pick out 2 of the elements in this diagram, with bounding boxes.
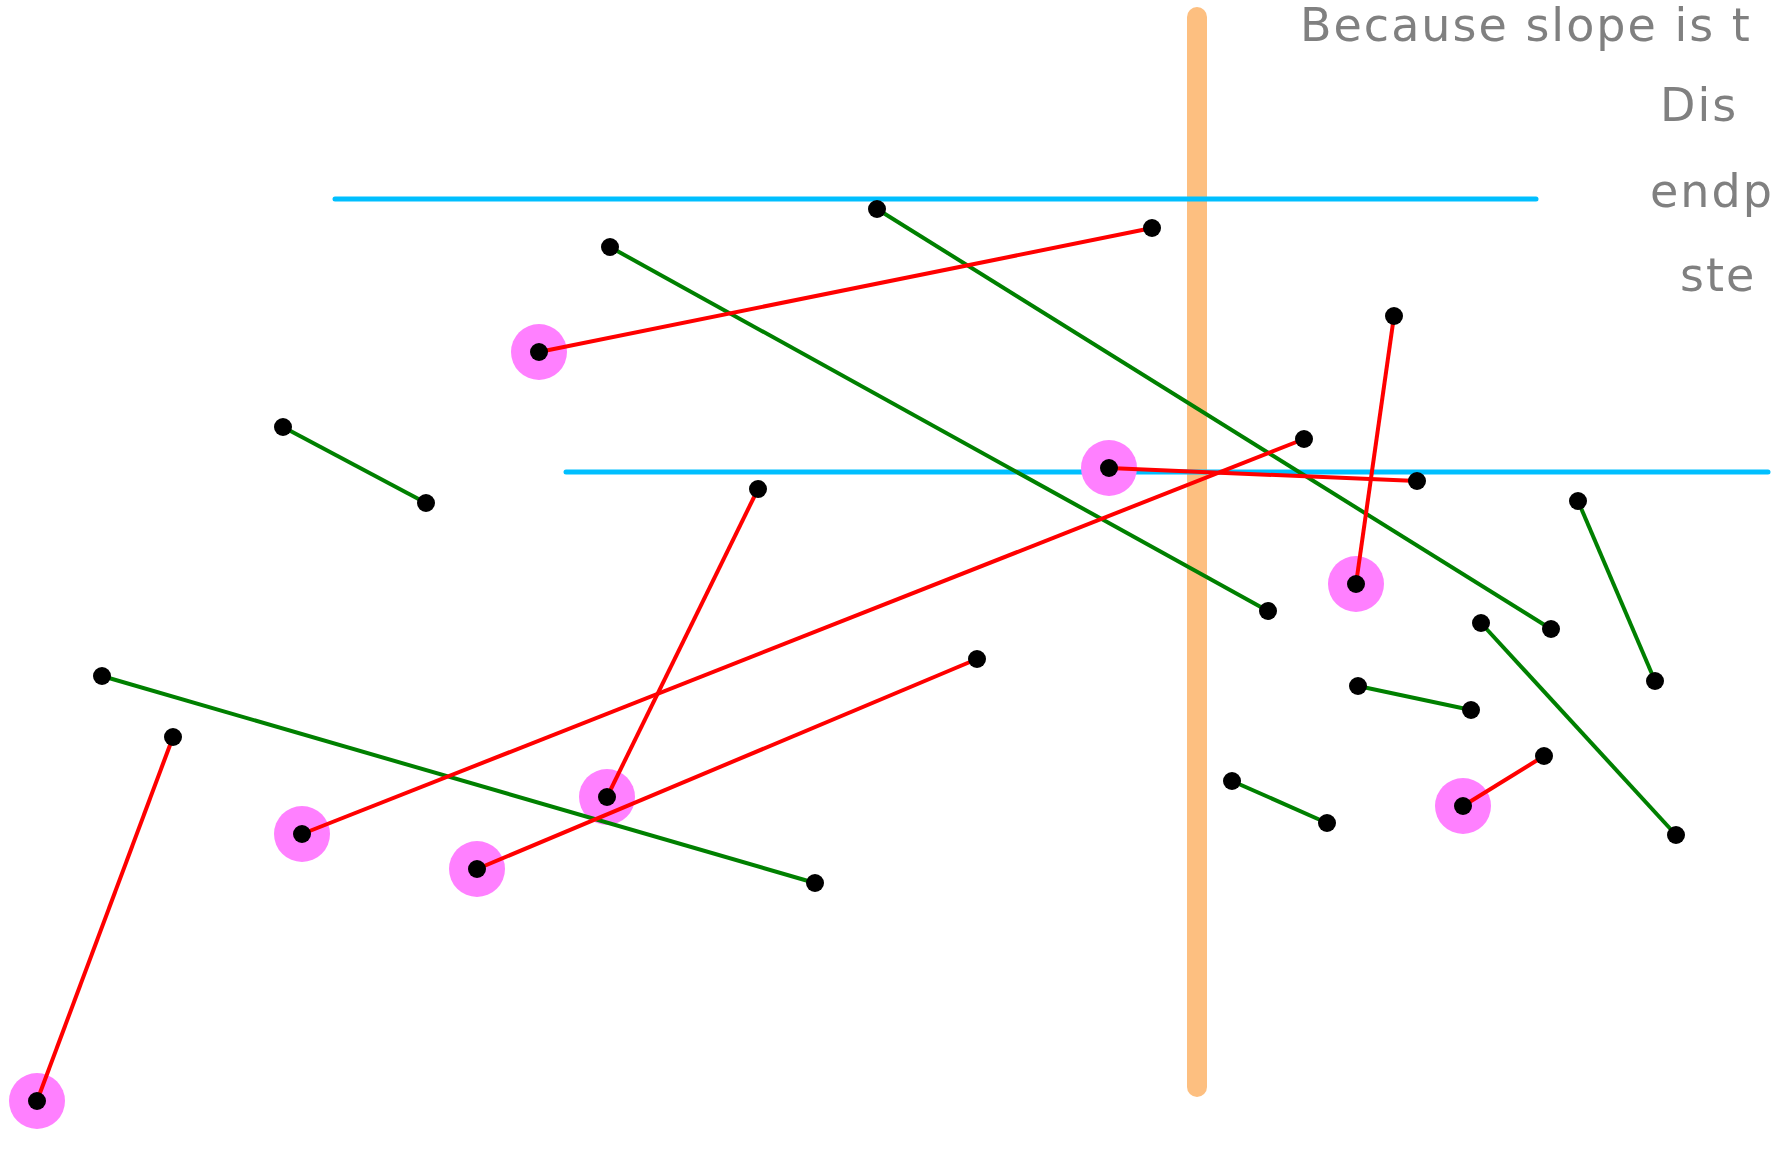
note-text: Dis <box>1660 82 1739 128</box>
note-text: ste <box>1680 252 1757 298</box>
